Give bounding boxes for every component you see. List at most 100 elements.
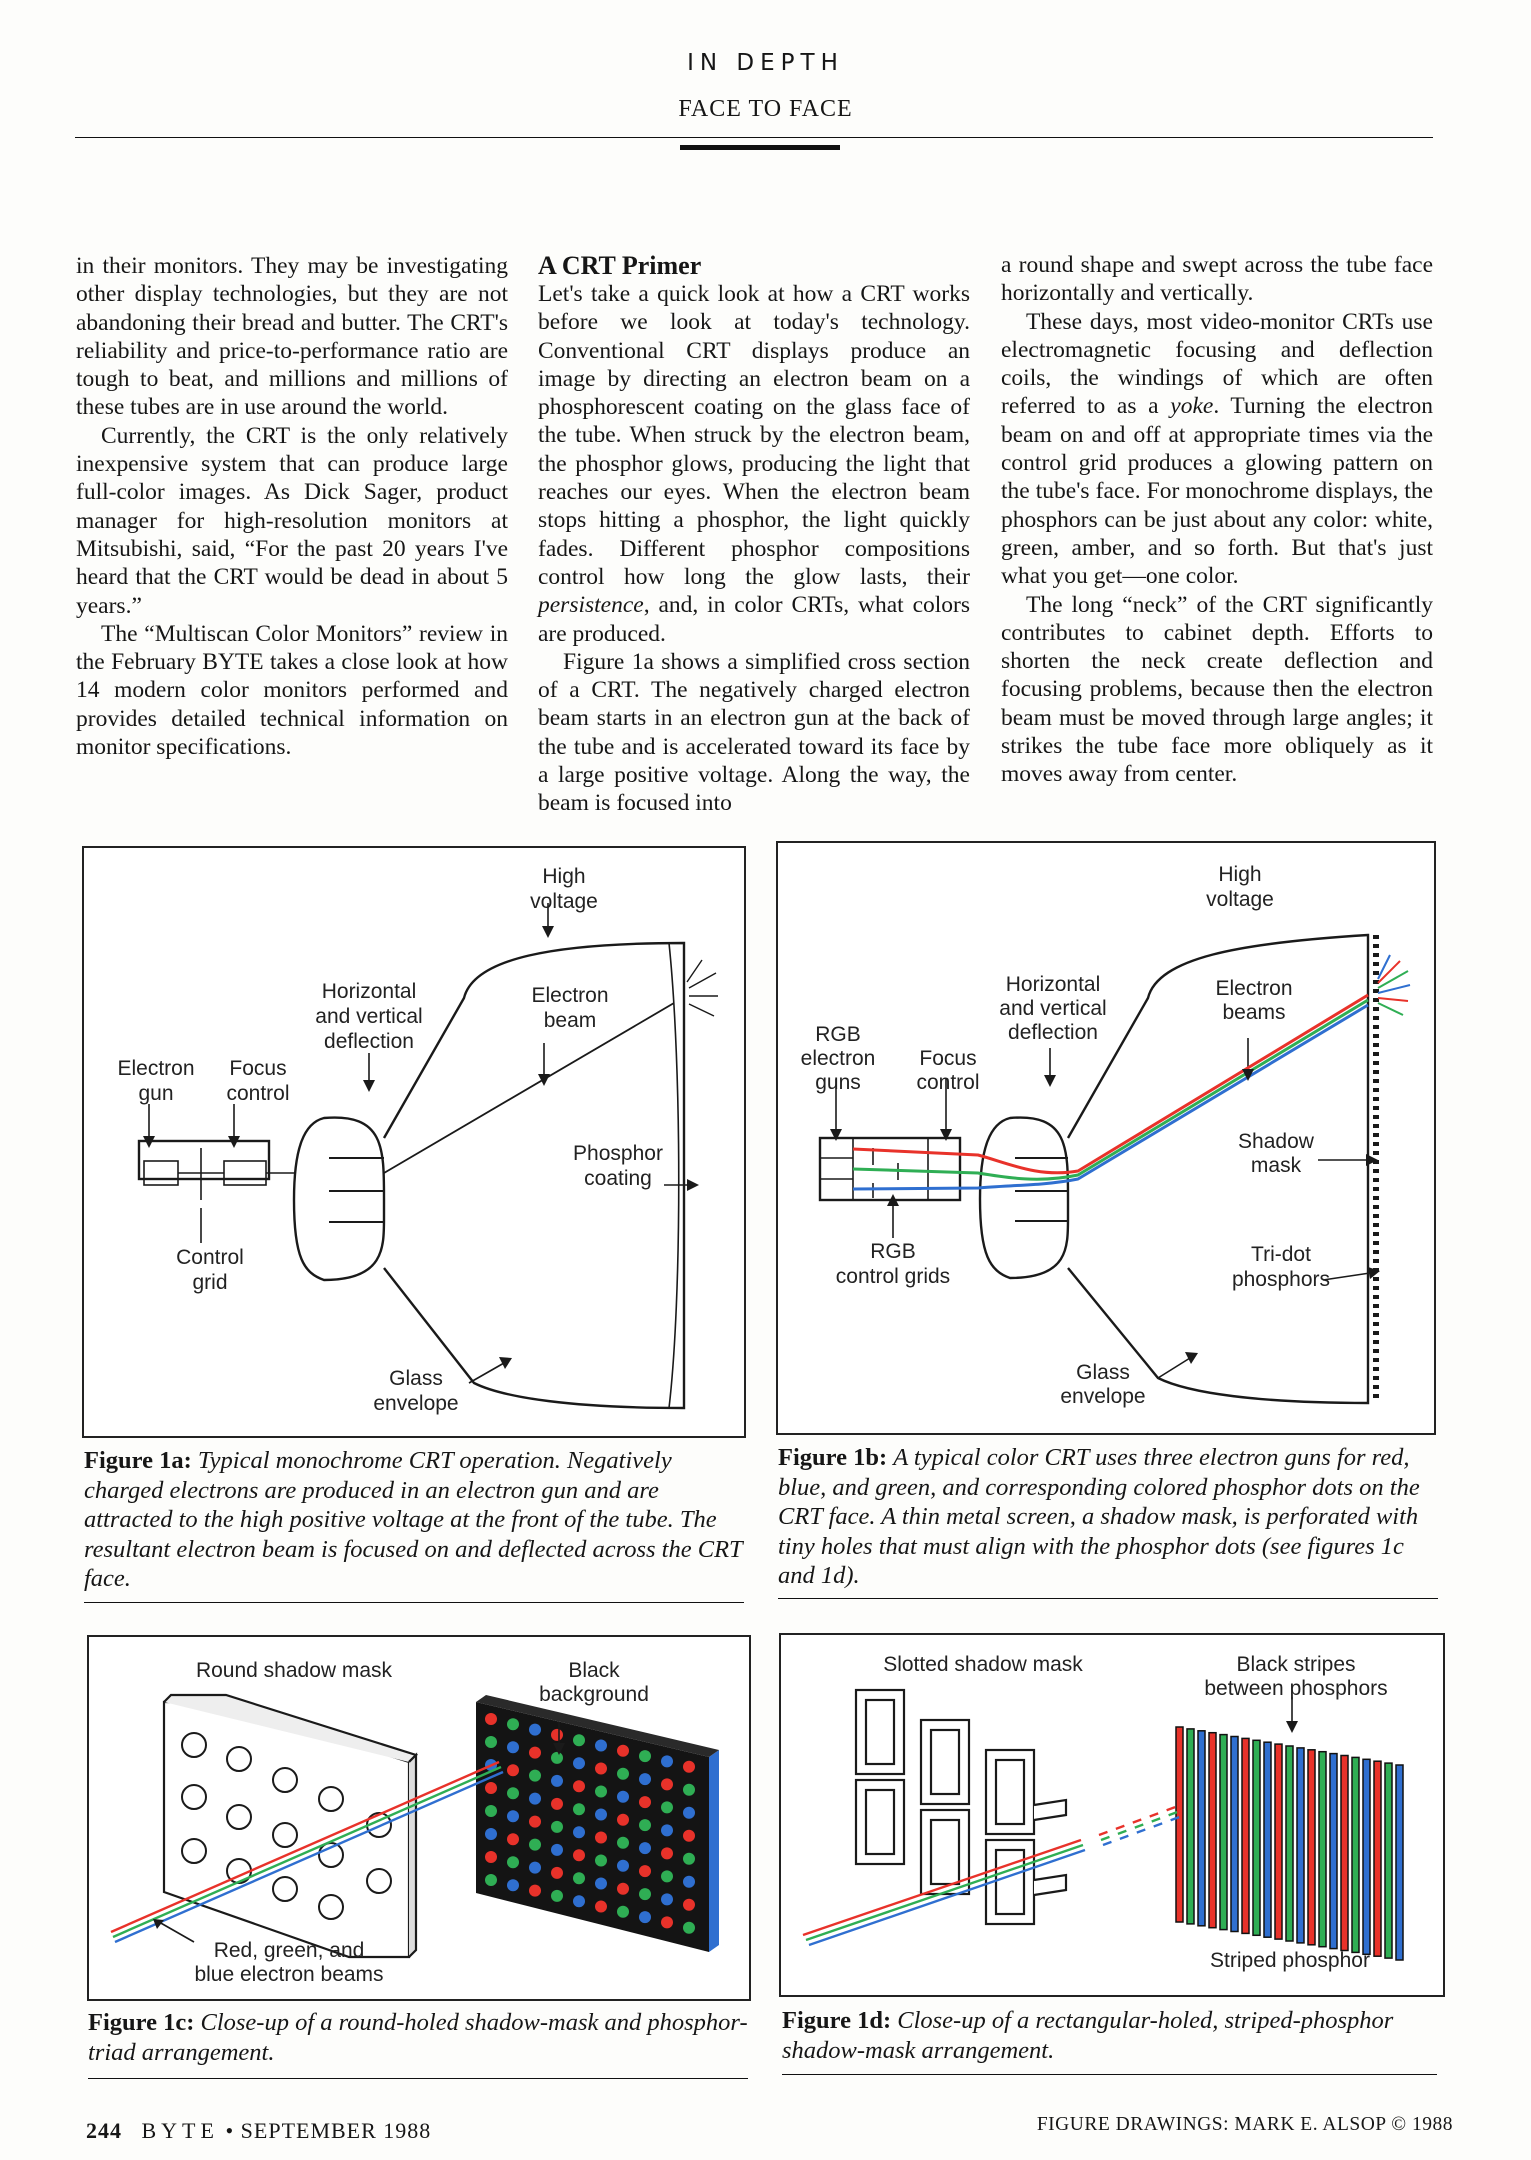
label-phosphors: phosphors [1232, 1268, 1330, 1291]
paragraph: Currently, the CRT is the only relativel… [76, 422, 508, 619]
phosphor-dot [683, 1921, 695, 1934]
phosphor-dot [485, 1805, 497, 1817]
phosphor-dot [529, 1861, 541, 1874]
phosphor-dot [617, 1905, 629, 1918]
phosphor-dot [661, 1916, 673, 1929]
phosphor-dot [551, 1866, 563, 1879]
label-deflection: deflection [324, 1030, 414, 1053]
label-envelope: envelope [373, 1392, 458, 1415]
phosphor-stripe [1351, 1756, 1360, 1954]
phosphor-dot [595, 1808, 607, 1821]
phosphor-dot [595, 1877, 607, 1890]
label-beams-1: Red, green, and [214, 1939, 365, 1962]
phosphor-stripe [1318, 1750, 1327, 1948]
label-mask: mask [1251, 1154, 1302, 1177]
phosphor-stripe [1263, 1741, 1272, 1938]
figure-1d: Slotted shadow mask Black stripes betwee… [779, 1633, 1445, 1997]
label-control-grid: Control [176, 1246, 244, 1269]
label-rgb-grids: RGB [870, 1240, 916, 1263]
label-rgb: RGB [815, 1023, 861, 1046]
paragraph: Let's take a quick look at how a CRT wor… [538, 281, 970, 647]
phosphor-dot [617, 1882, 629, 1895]
mask-slot-hole [864, 1698, 896, 1766]
phosphor-stripe [1175, 1726, 1184, 1923]
label-guns: guns [815, 1071, 861, 1094]
label-background: background [539, 1683, 649, 1706]
paragraph: These days, most video-monitor CRTs use … [1001, 308, 1433, 590]
phosphor-dot [683, 1852, 695, 1865]
label-high: High [1218, 863, 1261, 886]
label-envelope: envelope [1060, 1385, 1145, 1408]
figure-1b: High voltage Horizontal and vertical def… [776, 841, 1436, 1435]
phosphor-dot [595, 1785, 607, 1798]
phosphor-dot [529, 1815, 541, 1828]
label-black-stripes: Black stripes [1236, 1653, 1355, 1676]
figure-1a: High voltage Horizontal and vertical def… [82, 846, 746, 1438]
label-between-phosphors: between phosphors [1204, 1677, 1387, 1700]
text-column-3: a round shape and swept across the tube … [1001, 251, 1433, 789]
label-focus: Focus [229, 1057, 286, 1080]
section-heading: A CRT Primer [538, 251, 702, 280]
label-gun: gun [138, 1082, 173, 1105]
phosphor-dot [551, 1774, 563, 1787]
phosphor-dot [595, 1739, 607, 1752]
phosphor-dot [639, 1750, 651, 1763]
label-black: Black [568, 1659, 620, 1682]
phosphor-dot [661, 1893, 673, 1906]
phosphor-dot [661, 1778, 673, 1791]
label-glass: Glass [1076, 1361, 1130, 1384]
mask-slot-hole [929, 1728, 961, 1796]
phosphor-dot [573, 1780, 585, 1793]
figure-1b-caption: Figure 1b: A typical color CRT uses thre… [778, 1444, 1420, 1589]
phosphor-dot [573, 1803, 585, 1816]
phosphor-dot [639, 1911, 651, 1924]
caption-rule [84, 1602, 744, 1603]
phosphor-dot [573, 1826, 585, 1839]
figure-1d-diagram: Slotted shadow mask Black stripes betwee… [802, 1653, 1404, 1972]
phosphor-dot [595, 1900, 607, 1913]
phosphor-dot [485, 1782, 497, 1794]
phosphor-dot [573, 1734, 585, 1747]
phosphor-dot [507, 1833, 519, 1846]
caption-rule [778, 1598, 1438, 1599]
phosphor-stripe [1230, 1735, 1239, 1933]
phosphor-dot [639, 1773, 651, 1786]
phosphor-dot [661, 1755, 673, 1768]
label-and-vertical: and vertical [315, 1005, 422, 1028]
label-horizontal: Horizontal [322, 980, 417, 1003]
label-phosphor: Phosphor [573, 1142, 663, 1165]
label-glass: Glass [389, 1367, 443, 1390]
phosphor-dot [485, 1736, 497, 1748]
label-control: control [916, 1071, 979, 1094]
phosphor-dot [683, 1806, 695, 1819]
mask-frame [1033, 1798, 1068, 1897]
phosphor-dot-grid [485, 1713, 695, 1934]
figure-1d-caption: Figure 1d: Close-up of a rectangular-hol… [782, 2007, 1394, 2064]
caption-rule [782, 2074, 1437, 2075]
phosphor-dot [485, 1828, 497, 1840]
phosphor-stripe [1384, 1762, 1393, 1959]
phosphor-stripe [1340, 1754, 1349, 1952]
magazine-name: BYTE [141, 2118, 219, 2143]
label-horizontal: Horizontal [1006, 973, 1101, 996]
phosphor-stripe [1329, 1752, 1338, 1950]
label-tri-dot: Tri-dot [1251, 1243, 1311, 1266]
label-striped-phosphor: Striped phosphor [1210, 1949, 1370, 1972]
label-electron: Electron [1215, 977, 1292, 1000]
phosphor-dot [507, 1718, 519, 1731]
phosphor-dot [683, 1760, 695, 1773]
label-coating: coating [584, 1167, 652, 1190]
phosphor-dot [485, 1851, 497, 1863]
label-deflection: deflection [1008, 1021, 1098, 1044]
phosphor-dot [551, 1728, 563, 1741]
label-voltage: voltage [1206, 888, 1274, 911]
mask-slot-hole [864, 1788, 896, 1856]
figure-1a-caption: Figure 1a: Typical monochrome CRT operat… [84, 1447, 743, 1592]
page-footer: 244 BYTE • SEPTEMBER 1988 [86, 2118, 431, 2144]
label-beams: beams [1222, 1001, 1285, 1024]
mask-slot-hole [994, 1848, 1026, 1916]
phosphor-dot [683, 1898, 695, 1911]
label-shadow: Shadow [1238, 1130, 1315, 1153]
phosphor-dot [529, 1884, 541, 1897]
phosphor-stripes [1175, 1726, 1404, 1961]
